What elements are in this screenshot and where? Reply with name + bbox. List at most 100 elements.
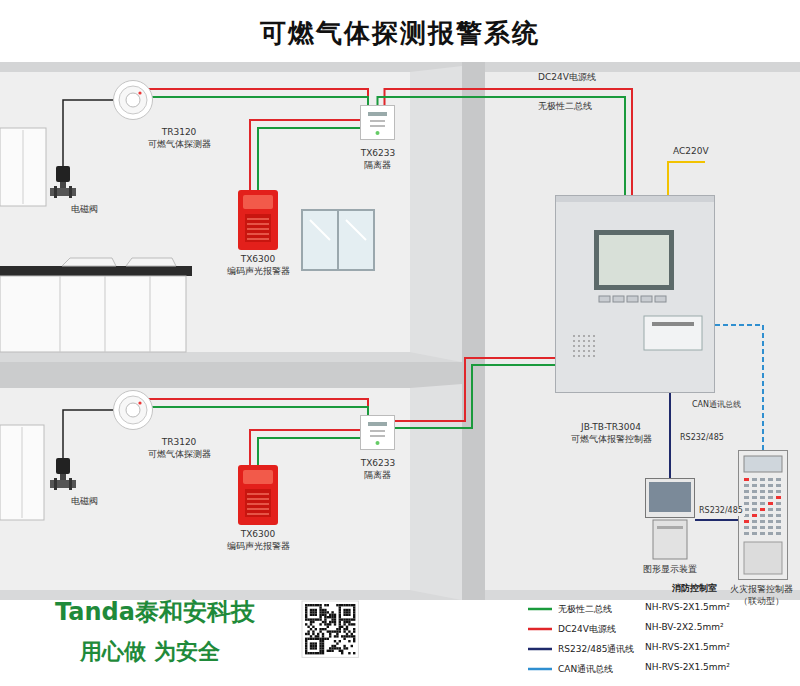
qr-code <box>324 611 326 613</box>
solenoid-valve-icon <box>50 188 76 196</box>
qr-code <box>343 618 345 620</box>
sound-light-alarm-icon <box>247 218 269 220</box>
qr-code <box>322 614 324 616</box>
qr-code <box>319 609 321 611</box>
signal-wire <box>669 393 671 478</box>
qr-code <box>348 604 350 606</box>
power-wire <box>140 89 368 109</box>
kitchen-cabinet <box>0 128 46 206</box>
signal-wire <box>258 438 360 465</box>
signal-wire <box>395 365 555 428</box>
cable-spec: NH-RVS-2X1.5mm² <box>645 662 730 673</box>
qr-code <box>331 647 333 649</box>
qr-code <box>341 650 343 652</box>
graphic-display-icon <box>645 478 695 560</box>
alarm-controller-icon <box>641 296 652 302</box>
qr-code <box>310 604 312 606</box>
alarm-controller-icon <box>655 296 666 302</box>
signal-wire <box>378 97 626 195</box>
fire-alarm-controller-icon <box>760 490 765 493</box>
alarm-controller-icon <box>599 235 669 285</box>
qr-code <box>336 633 338 635</box>
device-name: 隔离器 <box>361 160 396 172</box>
device-caption: TX6300编码声光报警器 <box>227 529 290 552</box>
alarm-controller-icon <box>578 335 580 337</box>
device-caption: 电磁阀 <box>71 496 98 508</box>
qr-code <box>351 633 353 635</box>
power-wire <box>250 120 364 194</box>
qr-code <box>310 611 312 613</box>
isolator-icon <box>361 416 396 451</box>
qr-code <box>312 638 314 640</box>
qr-code <box>317 618 319 620</box>
qr-code <box>331 621 333 623</box>
fire-alarm-controller-icon <box>744 490 749 493</box>
alarm-controller-icon <box>573 350 575 352</box>
qr-code <box>324 604 326 606</box>
fire-alarm-controller-icon <box>744 456 782 472</box>
qr-code <box>317 604 319 606</box>
graphic-display-icon <box>657 526 683 529</box>
qr-code <box>334 630 336 632</box>
graphic-display-icon <box>646 479 695 518</box>
qr-code <box>339 609 341 611</box>
device-model: TX6233 <box>361 458 396 470</box>
qr-code <box>305 652 307 654</box>
legend-line <box>528 648 552 651</box>
wire-name: DC24V电源线 <box>538 72 596 83</box>
qr-code <box>343 647 345 649</box>
qr-code <box>319 645 321 647</box>
qr-code <box>305 623 307 625</box>
qr-code <box>307 604 309 606</box>
qr-code <box>334 647 336 649</box>
fire-alarm-controller-icon <box>744 532 749 535</box>
solenoid-valve-icon <box>54 478 57 490</box>
cable-spec: NH-RVS-2X1.5mm² <box>645 602 730 613</box>
middle-wall <box>462 62 485 600</box>
window <box>310 220 330 240</box>
qr-code <box>339 647 341 649</box>
legend-text: CAN通讯总线 <box>558 662 613 676</box>
fire-alarm-controller-icon <box>752 484 757 487</box>
qr-code <box>346 611 348 613</box>
alarm-controller-icon <box>588 345 590 347</box>
qr-code <box>329 614 331 616</box>
qr-code <box>339 630 341 632</box>
qr-code <box>343 614 345 616</box>
legend-line <box>528 662 554 676</box>
graphic-display: 图形显示装置 <box>645 478 695 560</box>
room-name: 消防控制室 <box>672 583 717 594</box>
legend-line <box>528 668 552 671</box>
isolator-icon <box>370 125 385 127</box>
cable-spec: NH-RVS-2X1.5mm² <box>645 642 730 653</box>
qr-code <box>341 626 343 628</box>
qr-code <box>310 638 312 640</box>
sound-light-alarm-icon <box>247 503 269 505</box>
qr-code <box>307 618 309 620</box>
qr-code <box>353 616 355 618</box>
device-name: 电磁阀 <box>71 496 98 508</box>
sound-light-alarm-icon <box>245 214 271 242</box>
device-name: 可燃气体探测器 <box>148 449 211 461</box>
alarm-controller-icon <box>593 335 595 337</box>
qr-code <box>327 623 329 625</box>
alarm-controller-icon <box>578 345 580 347</box>
qr-code <box>310 642 312 644</box>
signal-wire <box>63 410 113 458</box>
device-name: 隔离器 <box>361 470 396 482</box>
sound-light-alarm-icon <box>247 228 269 230</box>
device-caption: 火灾报警控制器 （联动型） <box>726 584 796 607</box>
alarm-controller-icon <box>588 340 590 342</box>
wire-connector <box>140 89 368 109</box>
fire-alarm-controller-icon <box>760 532 765 535</box>
fire-alarm-controller-icon <box>752 490 757 493</box>
fire-alarm-controller-icon <box>768 484 773 487</box>
device-model: TR3120 <box>148 127 211 139</box>
qr-code <box>322 647 324 649</box>
qr-code <box>322 640 324 642</box>
wire-connector <box>378 89 633 199</box>
qr-code <box>312 614 314 616</box>
qr-code <box>315 618 317 620</box>
sound-light-alarm-icon <box>247 219 269 239</box>
qr-code <box>322 638 324 640</box>
